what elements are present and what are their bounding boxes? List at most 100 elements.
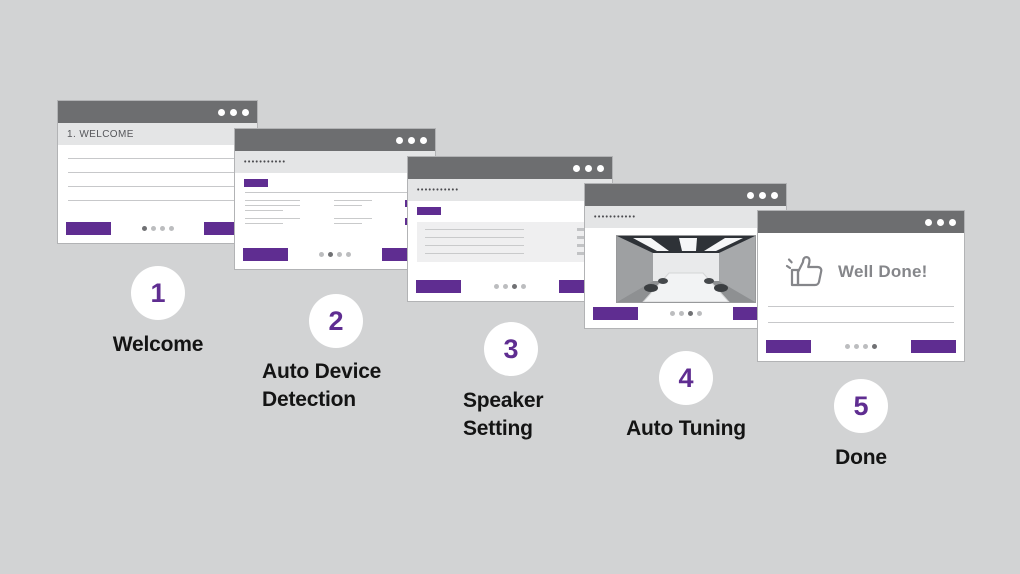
window-footer: [593, 307, 778, 320]
window-control-dot[interactable]: [597, 164, 604, 172]
placeholder-text-block: [333, 200, 372, 206]
window-titlebar: [585, 184, 786, 206]
window-control-dot[interactable]: [925, 218, 932, 226]
pagination-dot[interactable]: [854, 344, 859, 349]
window-footer: [66, 222, 249, 235]
placeholder-text-block: [245, 200, 300, 211]
pagination-dot[interactable]: [521, 284, 526, 289]
wizard-window-welcome: 1. WELCOME: [57, 100, 258, 244]
window-control-dot[interactable]: [585, 164, 592, 172]
step-circle-1: 1: [131, 266, 185, 320]
device-table-row: [245, 200, 425, 211]
pagination: [669, 311, 702, 316]
back-button[interactable]: [416, 280, 461, 293]
window-titlebar: [235, 129, 435, 151]
placeholder-line: [333, 218, 372, 219]
speaker-list-panel: [417, 222, 603, 262]
window-footer: [416, 280, 604, 293]
action-chip[interactable]: [244, 179, 268, 187]
speaker-list-row: [425, 228, 595, 231]
pagination-dot[interactable]: [687, 311, 693, 316]
pagination-dot[interactable]: [845, 344, 850, 349]
placeholder-line: [333, 205, 362, 206]
step-label-auto-tuning: Auto Tuning: [626, 417, 746, 440]
placeholder-line: [245, 192, 425, 193]
window-control-dot[interactable]: [242, 108, 249, 116]
success-message-area: Well Done!: [784, 253, 964, 291]
window-header-label: 1. WELCOME: [67, 128, 134, 140]
step-number: 1: [150, 277, 166, 308]
window-control-dot[interactable]: [218, 108, 225, 116]
placeholder-line: [245, 223, 283, 224]
pagination-dot[interactable]: [346, 252, 351, 257]
action-chip[interactable]: [417, 207, 441, 215]
pagination-dot[interactable]: [696, 311, 702, 316]
window-control-dot[interactable]: [230, 108, 237, 116]
placeholder-line: [768, 306, 954, 307]
pagination-dot[interactable]: [863, 344, 868, 349]
pagination-dot[interactable]: [678, 311, 684, 316]
placeholder-line: [245, 200, 300, 201]
step-number: 3: [503, 333, 519, 364]
pagination-dot[interactable]: [337, 252, 342, 257]
pagination-dot[interactable]: [150, 226, 156, 231]
window-control-dot[interactable]: [396, 136, 403, 144]
window-footer: [766, 340, 956, 353]
window-titlebar: [408, 157, 612, 179]
window-control-dot[interactable]: [759, 191, 766, 199]
device-table-row: [245, 218, 425, 225]
step-label-done: Done: [835, 446, 887, 469]
placeholder-line: [68, 200, 247, 201]
window-header-band: •••••••••••: [585, 206, 786, 228]
window-header-label: •••••••••••: [244, 158, 287, 166]
step-label-welcome: Welcome: [112, 333, 204, 356]
window-control-dot[interactable]: [408, 136, 415, 144]
pagination: [319, 252, 351, 257]
pagination-dot[interactable]: [328, 252, 333, 257]
step-circle-3: 3: [484, 322, 538, 376]
back-button[interactable]: [66, 222, 111, 235]
pagination-dot[interactable]: [168, 226, 174, 231]
pagination: [845, 344, 877, 349]
pagination-dot[interactable]: [494, 284, 499, 289]
window-control-dot[interactable]: [420, 136, 427, 144]
pagination: [141, 226, 174, 231]
placeholder-line: [333, 200, 372, 201]
wizard-window-auto-device-detection: •••••••••••: [234, 128, 436, 270]
speaker-list-row: [425, 252, 595, 255]
window-footer: [243, 248, 427, 261]
placeholder-line: [425, 245, 524, 246]
window-control-dot[interactable]: [937, 218, 944, 226]
pagination-dot[interactable]: [159, 226, 165, 231]
placeholder-line: [768, 322, 954, 323]
pagination-dot[interactable]: [141, 226, 147, 231]
placeholder-line: [245, 218, 300, 219]
placeholder-line: [68, 172, 247, 173]
back-button[interactable]: [593, 307, 638, 320]
window-titlebar: [758, 211, 964, 233]
step-number: 5: [853, 390, 869, 421]
window-control-dot[interactable]: [949, 218, 956, 226]
success-message: Well Done!: [838, 262, 928, 281]
pagination-dot[interactable]: [319, 252, 324, 257]
pagination-dot[interactable]: [669, 311, 675, 316]
window-control-dot[interactable]: [771, 191, 778, 199]
pagination-dot[interactable]: [503, 284, 508, 289]
wizard-window-auto-tuning: •••••••••••: [584, 183, 787, 329]
window-header-label: •••••••••••: [417, 186, 460, 194]
window-control-dot[interactable]: [573, 164, 580, 172]
pagination-dot[interactable]: [872, 344, 877, 349]
placeholder-line: [425, 237, 524, 238]
window-header-band: 1. WELCOME: [58, 123, 257, 145]
placeholder-line: [245, 205, 300, 206]
window-titlebar: [58, 101, 257, 123]
back-button[interactable]: [243, 248, 288, 261]
back-button[interactable]: [766, 340, 811, 353]
done-button[interactable]: [911, 340, 956, 353]
pagination: [494, 284, 526, 289]
window-control-dot[interactable]: [747, 191, 754, 199]
placeholder-line: [425, 229, 524, 230]
pagination-dot[interactable]: [512, 284, 517, 289]
step-circle-4: 4: [659, 351, 713, 405]
conference-room-image: [615, 235, 756, 303]
